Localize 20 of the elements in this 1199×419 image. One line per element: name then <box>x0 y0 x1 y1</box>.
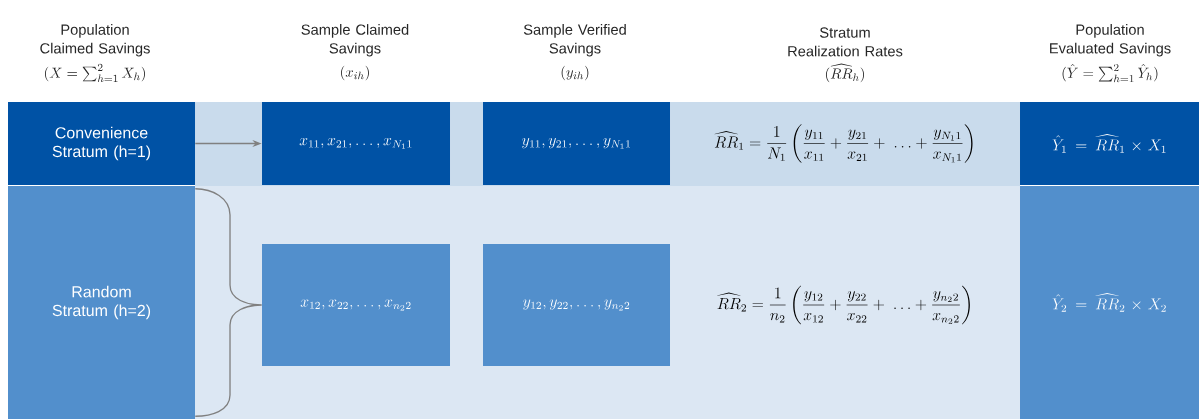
heading-formula: $(\hat{Y} = \sum_{h=1}^{2} \hat{Y}_h)$ <box>1062 63 1158 83</box>
column-heading: Population Evaluated Savings <box>1050 24 1171 57</box>
column-heading: Population Claimed Savings <box>40 24 150 57</box>
column-heading: Sample Verified Savings <box>523 24 626 57</box>
stratum-box: Random Stratum (h=2) <box>8 186 195 419</box>
heading-formula: $(x_{ih})$ <box>341 65 369 81</box>
heading-formula: $(X = \sum_{h=1}^{2} X_h)$ <box>45 63 145 83</box>
evaluated-savings-box: $\hat{Y}_1 = \widehat{RR}_1 \times X_1$ <box>1020 102 1199 185</box>
column-heading: Stratum Realization Rates <box>788 27 903 57</box>
rate-formula: $\widehat{RR}_2 = \frac{1}{n_2}\left(\frac{y_{12}}{x_{12}} + \frac{y_{22}}{x_{22}} + \; \ldots + \frac{y_{n_2 2}}{x_{n_2 2}}\right)$ <box>717 285 970 325</box>
heading-formula: $(\widehat{RR}_h)$ <box>826 63 865 83</box>
stratum-box: Convenience Stratum (h=1) <box>8 102 195 185</box>
evaluated-savings-box: $\hat{Y}_2 = \widehat{RR}_2 \times X_2$ <box>1020 186 1199 419</box>
claimed-savings-box: $x_{12}, x_{22}, \ldots, x_{n_2 2}$ <box>262 244 450 366</box>
claimed-savings-box: $x_{11}, x_{21}, \ldots, x_{N_1 1}$ <box>262 102 450 185</box>
rate-formula: $\widehat{RR}_1 = \frac{1}{N_1}\left(\frac{y_{11}}{x_{11}} + \frac{y_{21}}{x_{21}} + \; \ldots + \frac{y_{N_1 1}}{x_{N_1 1}}\right)$ <box>714 124 973 163</box>
verified-savings-box: $y_{12}, y_{22}, \ldots, y_{n_2 2}$ <box>483 244 670 366</box>
column-heading: Sample Claimed Savings <box>301 24 409 57</box>
verified-savings-box: $y_{11}, y_{21}, \ldots, y_{N_1 1}$ <box>483 102 670 185</box>
heading-formula: $(y_{ih})$ <box>561 65 589 81</box>
